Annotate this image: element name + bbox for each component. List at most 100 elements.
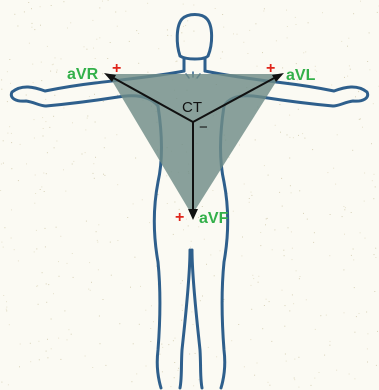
- speckle: [26, 95, 27, 96]
- speckle: [312, 149, 313, 150]
- speckle: [347, 46, 348, 47]
- speckle: [233, 33, 234, 34]
- speckle: [344, 312, 345, 313]
- speckle: [63, 1, 64, 2]
- speckle: [147, 3, 148, 4]
- speckle: [53, 293, 54, 294]
- speckle: [61, 58, 62, 59]
- speckle: [353, 13, 354, 14]
- speckle: [349, 374, 350, 375]
- speckle: [95, 122, 96, 123]
- speckle: [30, 361, 31, 362]
- speckle: [97, 242, 98, 243]
- speckle: [174, 377, 175, 378]
- speckle: [42, 117, 43, 118]
- speckle: [89, 262, 90, 263]
- speckle: [364, 201, 365, 202]
- speckle: [295, 17, 296, 18]
- speckle: [299, 278, 300, 279]
- speckle: [354, 287, 355, 288]
- speckle: [178, 368, 179, 369]
- avf-label: aVF: [199, 210, 229, 227]
- speckle: [182, 310, 183, 311]
- speckle: [45, 228, 46, 229]
- speckle: [206, 264, 207, 265]
- speckle: [6, 301, 7, 302]
- speckle: [266, 218, 267, 219]
- speckle: [238, 324, 239, 325]
- speckle: [181, 320, 182, 321]
- speckle: [255, 139, 256, 140]
- speckle: [145, 310, 146, 311]
- speckle: [353, 259, 354, 260]
- speckle: [3, 140, 4, 141]
- speckle: [72, 122, 73, 123]
- speckle: [375, 248, 376, 249]
- speckle: [36, 230, 37, 231]
- speckle: [110, 42, 111, 43]
- speckle: [38, 304, 39, 305]
- speckle: [175, 61, 176, 62]
- speckle: [9, 324, 10, 325]
- speckle: [222, 51, 223, 52]
- speckle: [103, 174, 104, 175]
- speckle: [364, 173, 365, 174]
- speckle: [117, 240, 118, 241]
- speckle: [42, 272, 43, 273]
- speckle: [193, 324, 194, 325]
- speckle: [85, 129, 86, 130]
- speckle: [7, 101, 8, 102]
- speckle: [52, 64, 53, 65]
- speckle: [14, 14, 15, 15]
- speckle: [57, 70, 58, 71]
- speckle: [254, 375, 255, 376]
- speckle: [268, 382, 269, 383]
- speckle: [251, 309, 252, 310]
- speckle: [46, 283, 47, 284]
- speckle: [242, 237, 243, 238]
- speckle: [292, 259, 293, 260]
- speckle: [264, 165, 265, 166]
- speckle: [11, 168, 12, 169]
- speckle: [1, 79, 2, 80]
- speckle: [353, 249, 354, 250]
- speckle: [60, 236, 61, 237]
- speckle: [269, 385, 270, 386]
- speckle: [130, 287, 131, 288]
- speckle: [349, 65, 350, 66]
- speckle: [375, 186, 376, 187]
- speckle: [149, 222, 150, 223]
- speckle: [305, 51, 306, 52]
- speckle: [215, 8, 216, 9]
- speckle: [214, 275, 215, 276]
- speckle: [24, 11, 25, 12]
- speckle: [34, 251, 35, 252]
- speckle: [92, 367, 93, 368]
- speckle: [302, 133, 303, 134]
- speckle: [7, 133, 8, 134]
- speckle: [279, 192, 280, 193]
- speckle: [320, 315, 321, 316]
- speckle: [162, 347, 163, 348]
- speckle: [287, 37, 288, 38]
- speckle: [3, 247, 4, 248]
- speckle: [330, 341, 331, 342]
- speckle: [188, 225, 189, 226]
- speckle: [362, 127, 363, 128]
- speckle: [45, 246, 46, 247]
- speckle: [28, 2, 29, 3]
- speckle: [142, 199, 143, 200]
- speckle: [31, 8, 32, 9]
- speckle: [300, 276, 301, 277]
- speckle: [285, 305, 286, 306]
- speckle: [51, 348, 52, 349]
- speckle: [96, 231, 97, 232]
- speckle: [374, 291, 375, 292]
- speckle: [291, 192, 292, 193]
- speckle: [100, 343, 101, 344]
- speckle: [68, 329, 69, 330]
- speckle: [322, 12, 323, 13]
- speckle: [365, 238, 366, 239]
- speckle: [285, 354, 286, 355]
